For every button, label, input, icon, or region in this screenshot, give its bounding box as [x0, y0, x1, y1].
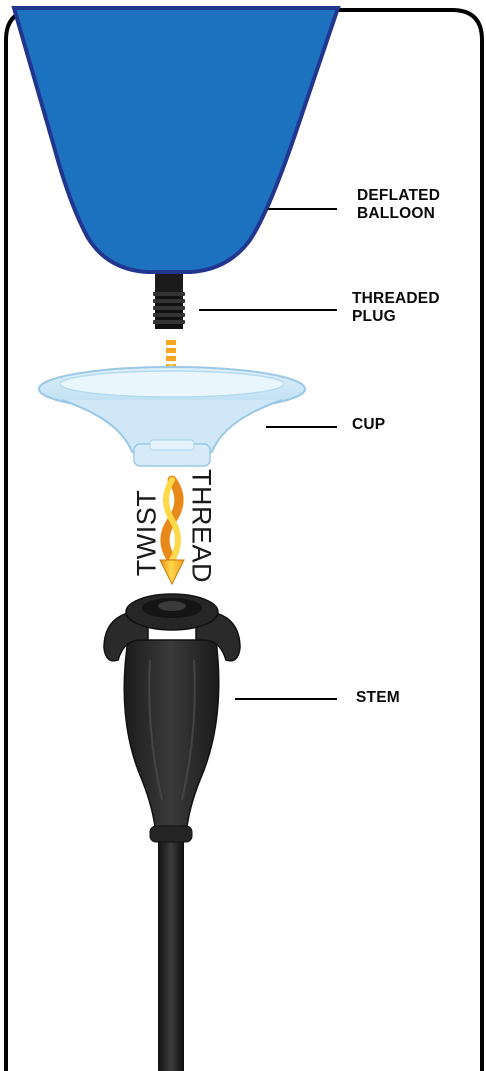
thread-instruction: THREAD [186, 469, 217, 583]
twist-instruction: TWIST [132, 490, 163, 576]
balloon-label-line1: DEFLATED [357, 187, 440, 205]
twist-arrow-icon [160, 480, 184, 584]
plug-label: THREADED PLUG [352, 290, 440, 326]
balloon-label-line2: BALLOON [357, 205, 440, 223]
stem-rod [158, 838, 184, 1071]
stem-label: STEM [356, 689, 400, 707]
plug-label-line1: THREADED [352, 290, 440, 308]
cup-label: CUP [352, 416, 385, 434]
plug-label-line2: PLUG [352, 308, 440, 326]
balloon-stem-illustration [104, 594, 240, 842]
balloon-cup-illustration [39, 367, 305, 466]
threaded-plug-illustration [153, 274, 185, 329]
deflated-balloon-illustration [14, 8, 338, 272]
balloon-label: DEFLATED BALLOON [357, 187, 440, 223]
